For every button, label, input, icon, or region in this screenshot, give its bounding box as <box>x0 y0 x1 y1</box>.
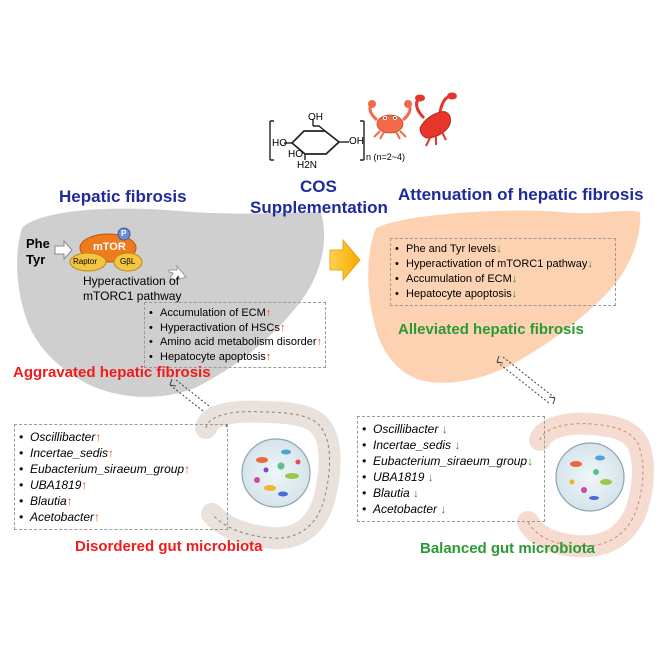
right-outcome-item: Hyperactivation of mTORC1 pathway↓ <box>394 257 593 272</box>
right-outcome-item: Phe and Tyr levels↓ <box>394 242 593 257</box>
right-intestine <box>517 412 654 558</box>
hyperactivation-line2: mTORC1 pathway <box>83 289 182 303</box>
right-microbiota-box: Oscillibacter ↓ Incertae_sedis ↓ Eubacte… <box>357 416 545 522</box>
down-arrow-icon: ↓ <box>454 438 461 452</box>
right-outcomes-box: Phe and Tyr levels↓ Hyperactivation of m… <box>390 238 616 306</box>
chem-repeat-n: n (n=2~4) <box>366 152 406 162</box>
hepatic-fibrosis-title: Hepatic fibrosis <box>59 187 187 206</box>
phospho-label: P <box>121 229 127 238</box>
attenuation-title: Attenuation of hepatic fibrosis <box>398 185 644 204</box>
down-arrow-icon: ↓ <box>496 243 502 255</box>
cos-label: COS <box>300 177 337 196</box>
left-outcome-item: Hyperactivation of HSCs↑ <box>148 321 322 336</box>
chem-oh-right: OH <box>349 136 364 147</box>
right-outcome-item: Hepatocyte apoptosis↓ <box>394 287 593 302</box>
lobster-icon <box>415 92 457 147</box>
left-microbiota-box: Oscillibacter↑ Incertae_sedis↑ Eubacteri… <box>14 424 228 530</box>
down-arrow-icon: ↓ <box>413 486 420 500</box>
balanced-microbiota-label: Balanced gut microbiota <box>420 540 596 557</box>
outcome-hollow-arrow <box>168 264 187 282</box>
down-arrow-icon: ↓ <box>511 273 518 285</box>
up-arrow-icon: ↑ <box>108 446 115 460</box>
right-microbe-item: Acetobacter ↓ <box>361 501 533 517</box>
up-arrow-icon: ↑ <box>184 462 191 476</box>
aggravated-fibrosis-label: Aggravated hepatic fibrosis <box>13 364 211 381</box>
down-arrow-icon: ↓ <box>441 422 448 436</box>
up-arrow-icon: ↑ <box>81 478 88 492</box>
mtor-complex <box>69 227 143 272</box>
up-arrow-icon: ↑ <box>66 494 73 508</box>
cos-chemical-structure <box>269 119 365 161</box>
left-intestine <box>195 400 341 550</box>
left-outcome-item: Hepatocyte apoptosis↑ <box>148 350 322 365</box>
chem-ho-lower: HO <box>288 149 303 160</box>
left-outcome-item: Accumulation of ECM↑ <box>148 306 322 321</box>
left-microbe-item: Incertae_sedis↑ <box>18 445 190 461</box>
left-microbe-item: Oscillibacter↑ <box>18 429 190 445</box>
right-microbe-item: Oscillibacter ↓ <box>361 421 533 437</box>
tyr-label: Tyr <box>26 252 46 267</box>
right-microbe-item: UBA1819 ↓ <box>361 469 533 485</box>
alleviated-fibrosis-label: Alleviated hepatic fibrosis <box>398 321 584 338</box>
down-arrow-icon: ↓ <box>511 288 518 300</box>
left-microbe-item: Acetobacter↑ <box>18 509 190 525</box>
right-microbe-item: Blautia ↓ <box>361 485 533 501</box>
disordered-microbiota-label: Disordered gut microbiota <box>75 538 263 555</box>
up-arrow-icon: ↑ <box>95 430 102 444</box>
crab-icon <box>368 100 412 140</box>
up-arrow-icon: ↑ <box>265 350 272 363</box>
left-outcomes-box: Accumulation of ECM↑ Hyperactivation of … <box>144 302 326 368</box>
phe-label: Phe <box>26 236 50 251</box>
up-arrow-icon: ↑ <box>279 321 286 334</box>
down-arrow-icon: ↓ <box>527 454 534 468</box>
chem-oh-top: OH <box>308 112 323 123</box>
up-arrow-icon: ↑ <box>94 510 101 524</box>
chem-ho-left: HO <box>272 138 287 149</box>
down-arrow-icon: ↓ <box>587 258 593 270</box>
left-microbe-item: Blautia↑ <box>18 493 190 509</box>
supplementation-label: Supplementation <box>250 198 388 217</box>
cos-treatment-arrow <box>329 238 361 282</box>
left-microbe-item: UBA1819↑ <box>18 477 190 493</box>
up-arrow-icon: ↑ <box>316 336 323 348</box>
down-arrow-icon: ↓ <box>427 470 434 484</box>
gbl-label: GβL <box>120 257 136 266</box>
down-arrow-icon: ↓ <box>440 502 447 516</box>
mtor-label: mTOR <box>93 241 126 253</box>
phe-tyr-arrow <box>54 239 73 261</box>
left-outcome-item: Amino acid metabolism disorder↑ <box>148 335 322 350</box>
up-arrow-icon: ↑ <box>265 307 272 319</box>
right-outcome-item: Accumulation of ECM↓ <box>394 272 593 287</box>
hyperactivation-line1: Hyperactivation of <box>83 274 180 288</box>
chem-nh2: H2N <box>297 160 318 171</box>
right-microbe-item: Incertae_sedis ↓ <box>361 437 533 453</box>
raptor-label: Raptor <box>73 257 98 266</box>
right-microbe-item: Eubacterium_siraeum_group↓ <box>361 453 533 469</box>
left-microbe-item: Eubacterium_siraeum_group↑ <box>18 461 190 477</box>
right-gut-liver-link <box>496 355 556 405</box>
